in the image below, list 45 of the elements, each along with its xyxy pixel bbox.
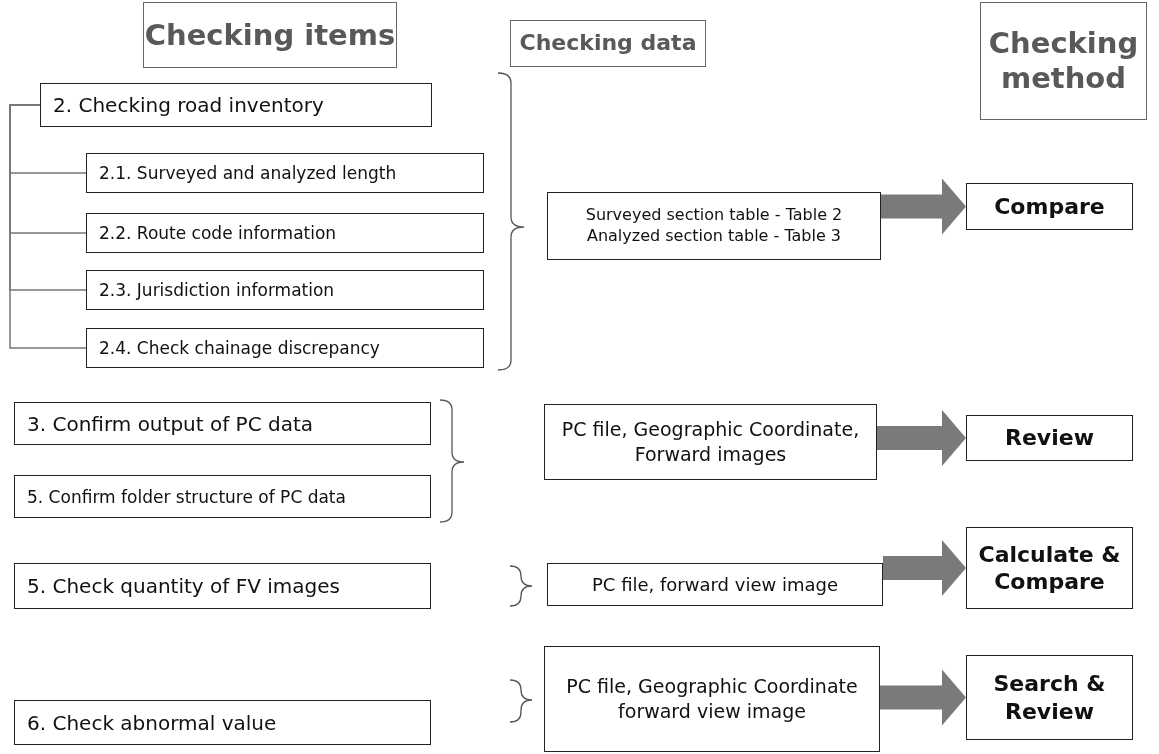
checking-item-box <box>14 700 431 745</box>
method-box <box>966 527 1133 609</box>
data-text: Surveyed section table - Table 2 Analyzed section table - Table 3 <box>584 205 844 247</box>
method-text: Review <box>1005 424 1094 452</box>
block-arrow <box>880 669 966 726</box>
item-text: 6. Check abnormal value <box>27 710 277 735</box>
checking-item-box <box>14 563 431 609</box>
item-text: 5. Confirm folder structure of PC data <box>27 486 346 507</box>
method-text: Search & Review <box>992 670 1107 725</box>
item-text: 3. Confirm output of PC data <box>27 411 313 436</box>
block-arrow <box>883 540 966 596</box>
checking-item-box <box>40 83 432 127</box>
method-text: Calculate & Compare <box>977 540 1122 596</box>
data-text: PC file, forward view image <box>592 572 838 597</box>
item-text: 2.4. Check chainage discrepancy <box>99 338 380 358</box>
checking-data-box <box>547 563 883 606</box>
method-box <box>966 415 1133 461</box>
header-text: Checking data <box>519 30 697 57</box>
checking-item-box <box>86 270 484 310</box>
header-text: Checking items <box>144 17 396 53</box>
block-arrow <box>877 410 966 466</box>
checking-item-box <box>14 402 431 445</box>
column-header <box>143 2 397 68</box>
checking-item-box <box>14 475 431 518</box>
checking-item-box <box>86 213 484 253</box>
column-header <box>980 2 1147 120</box>
method-text: Compare <box>994 192 1105 221</box>
checking-item-box <box>86 153 484 193</box>
tree-connector <box>9 104 87 349</box>
data-text: PC file, Geographic Coordinate, Forward images <box>560 417 861 467</box>
block-arrow <box>881 178 966 235</box>
column-header <box>510 20 706 67</box>
method-box <box>966 655 1133 740</box>
item-text: 2.2. Route code information <box>99 223 337 243</box>
item-text: 2.3. Jurisdiction information <box>99 280 335 300</box>
checking-item-box <box>86 328 484 368</box>
item-text: 2. Checking road inventory <box>53 93 324 117</box>
checking-data-box <box>544 646 880 752</box>
method-box <box>966 183 1133 230</box>
item-text: 5. Check quantity of FV images <box>27 574 340 598</box>
header-text: Checking method <box>987 26 1140 96</box>
checking-data-box <box>544 404 877 480</box>
checking-data-box <box>547 192 881 260</box>
item-text: 2.1. Surveyed and analyzed length <box>99 163 397 183</box>
data-text: PC file, Geographic Coordinate forward view image <box>565 674 859 724</box>
